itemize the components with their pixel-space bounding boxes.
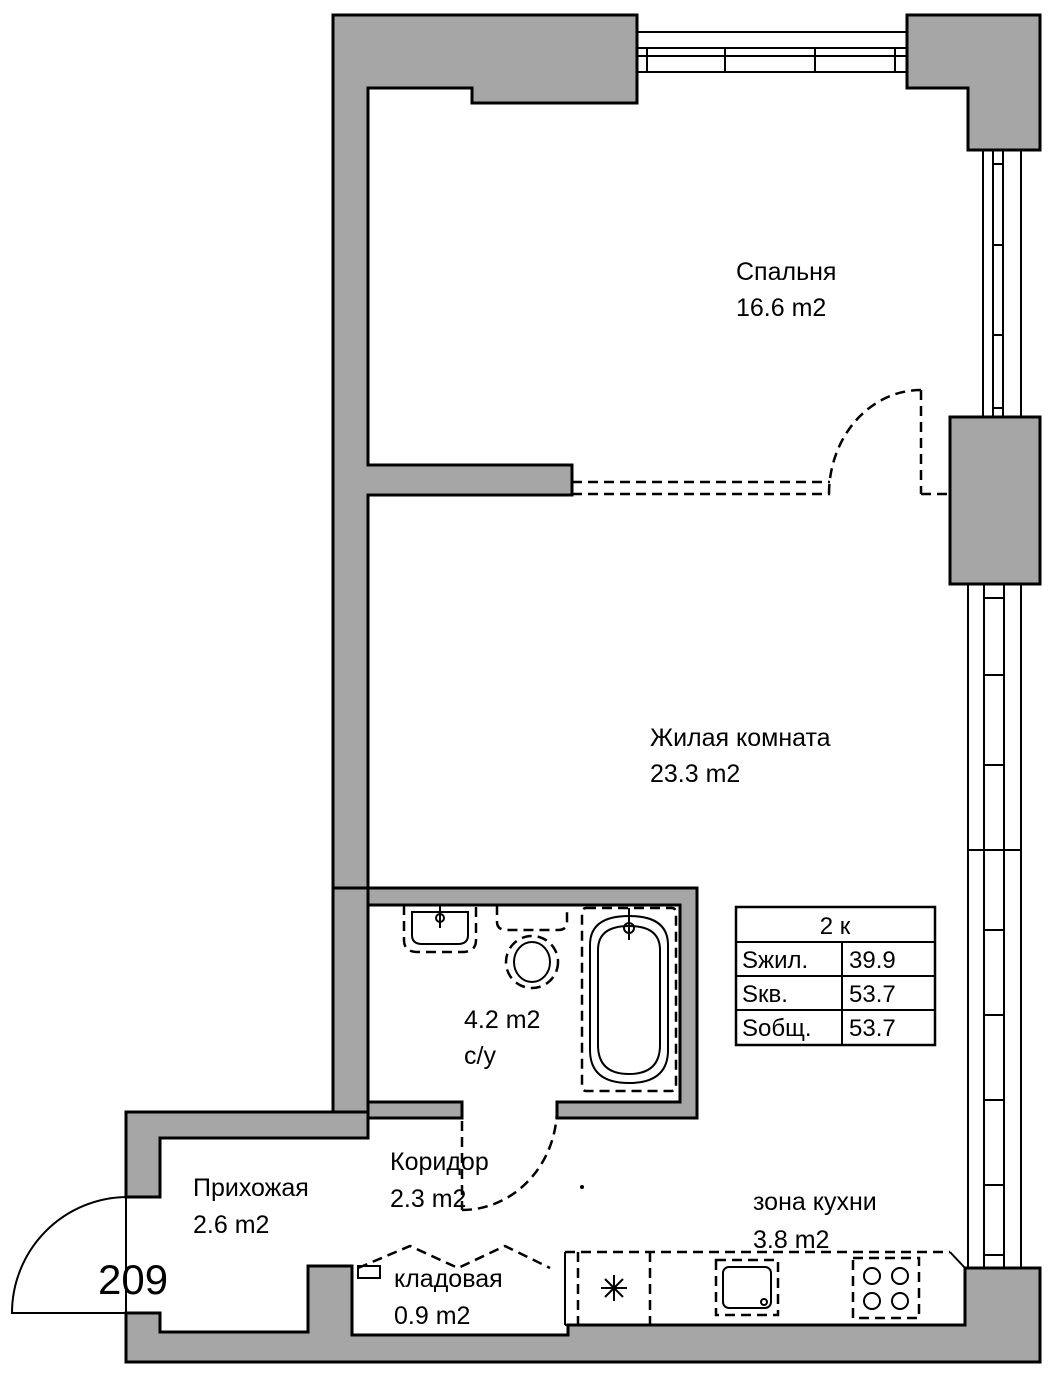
bathtub-icon	[580, 906, 678, 1093]
kitchen-zone-area: 3.8 m2	[753, 1226, 829, 1254]
bedroom-area: 16.6 m2	[736, 294, 826, 322]
storage-area: 0.9 m2	[394, 1302, 470, 1330]
room-labels: Спальня 16.6 m2 Жилая комната 23.3 m2 4.…	[98, 258, 877, 1330]
table-header: 2 к	[820, 913, 851, 940]
table-row-value: 53.7	[849, 981, 896, 1008]
table-row-value: 53.7	[849, 1015, 896, 1042]
summary-table: 2 к Sжил. 39.9 Sкв. 53.7 Sобщ. 53.7	[734, 905, 937, 1047]
corridor-area: 2.3 m2	[390, 1185, 466, 1213]
fixtures	[402, 905, 921, 1320]
wall-bathroom-bottom-left	[366, 1100, 464, 1120]
table-row-value: 39.9	[849, 947, 896, 974]
hallway-name: Прихожая	[193, 1174, 309, 1202]
wall-left-lower	[331, 886, 370, 1114]
wall-bathroom	[366, 886, 699, 1120]
storage-name: кладовая	[394, 1265, 503, 1293]
kitchen-zone-name: зона кухни	[753, 1188, 877, 1216]
wall-top-right	[905, 13, 1042, 152]
table-row-label: Sкв.	[742, 981, 788, 1008]
bathroom-area: 4.2 m2	[464, 1006, 540, 1034]
bedroom-name: Спальня	[736, 258, 836, 286]
corridor-name: Коридор	[390, 1148, 489, 1176]
walls	[124, 13, 1042, 1364]
living-room-area: 23.3 m2	[650, 760, 740, 788]
washbasin-icon	[402, 905, 478, 954]
windows	[636, 31, 1022, 1269]
wall-right-pier	[948, 415, 1042, 586]
bathroom-name: с/у	[464, 1042, 496, 1070]
wall-bottom	[124, 1264, 1042, 1364]
table-row-label: Sжил.	[742, 947, 808, 974]
stove-icon	[851, 1256, 921, 1320]
kitchen-sink-icon	[714, 1258, 780, 1317]
doors	[10, 388, 966, 1326]
snowflake-icon	[601, 1275, 627, 1301]
table-row-label: Sобщ.	[742, 1015, 812, 1042]
apartment-number: 209	[98, 1256, 168, 1303]
toilet-icon	[495, 905, 569, 990]
hallway-area: 2.6 m2	[193, 1211, 269, 1239]
wall-left-upper	[331, 13, 639, 890]
living-room-name: Жилая комната	[650, 724, 831, 752]
